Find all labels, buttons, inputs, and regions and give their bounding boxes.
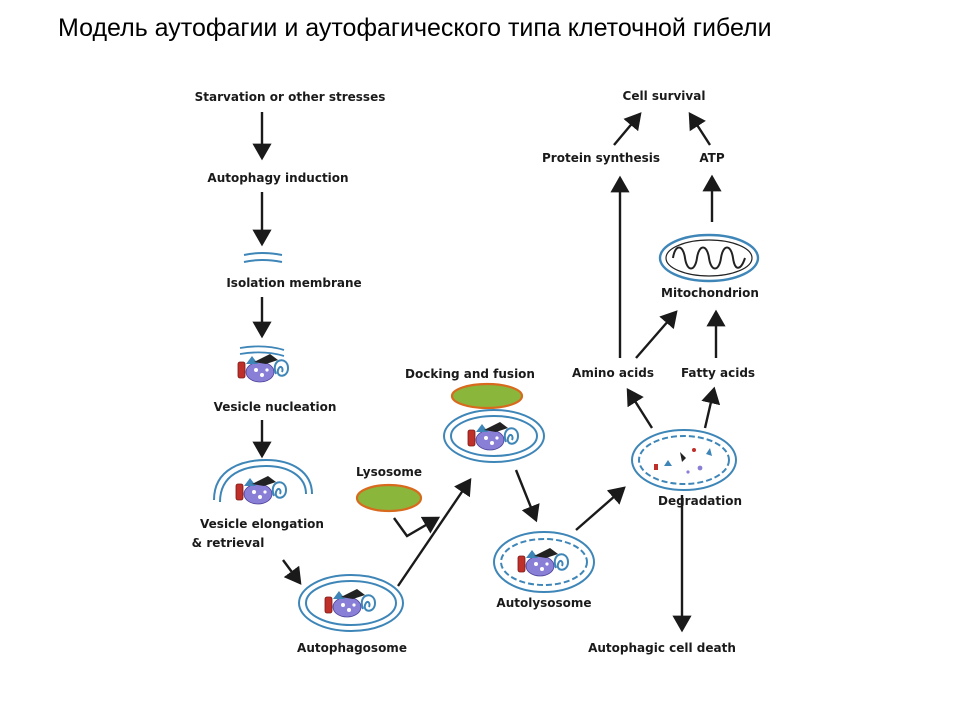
- label-atp: ATP: [699, 151, 725, 165]
- label-vesicle-elongation: Vesicle elongation: [200, 517, 324, 531]
- vesicle-elongation-icon: [213, 458, 313, 505]
- arrow-degradation-to-amino-acids: [626, 387, 654, 429]
- docking-lysosome-icon: [450, 382, 524, 410]
- degradation-icon: [631, 429, 737, 491]
- arrow-elongation-to-autophagosome: [282, 559, 302, 585]
- arrow-fusion-to-autolysosome: [514, 469, 540, 523]
- lysosome-icon: [355, 483, 423, 513]
- label-autophagosome: Autophagosome: [297, 641, 407, 655]
- label-protein-synthesis: Protein synthesis: [542, 151, 660, 165]
- label-cell-survival: Cell survival: [623, 89, 706, 103]
- vesicle-nucleation-icon: [237, 345, 289, 383]
- arrow-amino-acids-to-mitochondrion: [635, 310, 678, 359]
- docking-vesicle-icon: [443, 409, 545, 463]
- label-vesicle-retrieval: & retrieval: [192, 536, 265, 550]
- slide-title: Модель аутофагии и аутофагического типа …: [58, 14, 772, 42]
- arrow-lysosome-to-fusion: [393, 516, 441, 538]
- label-docking-and-fusion: Docking and fusion: [405, 367, 535, 381]
- mitochondrion-icon: [658, 233, 760, 283]
- autophagosome-icon: [298, 574, 404, 632]
- arrow-protein-synthesis-to-survival: [613, 112, 642, 146]
- label-vesicle-nucleation: Vesicle nucleation: [214, 400, 337, 414]
- label-lysosome: Lysosome: [356, 465, 422, 479]
- label-autophagic-cell-death: Autophagic cell death: [588, 641, 736, 655]
- label-isolation-membrane: Isolation membrane: [226, 276, 361, 290]
- label-autophagy-induction: Autophagy induction: [207, 171, 348, 185]
- label-fatty-acids: Fatty acids: [681, 366, 755, 380]
- isolation-membrane-icon: [243, 252, 283, 263]
- label-starvation: Starvation or other stresses: [195, 90, 386, 104]
- label-amino-acids: Amino acids: [572, 366, 654, 380]
- arrow-atp-to-survival: [688, 111, 712, 146]
- autolysosome-icon: [493, 531, 595, 593]
- arrow-autolysosome-to-degradation: [575, 486, 626, 531]
- label-degradation: Degradation: [658, 494, 742, 508]
- arrow-degradation-to-fatty-acids: [701, 386, 721, 429]
- label-mitochondrion: Mitochondrion: [661, 286, 759, 300]
- label-autolysosome: Autolysosome: [496, 596, 591, 610]
